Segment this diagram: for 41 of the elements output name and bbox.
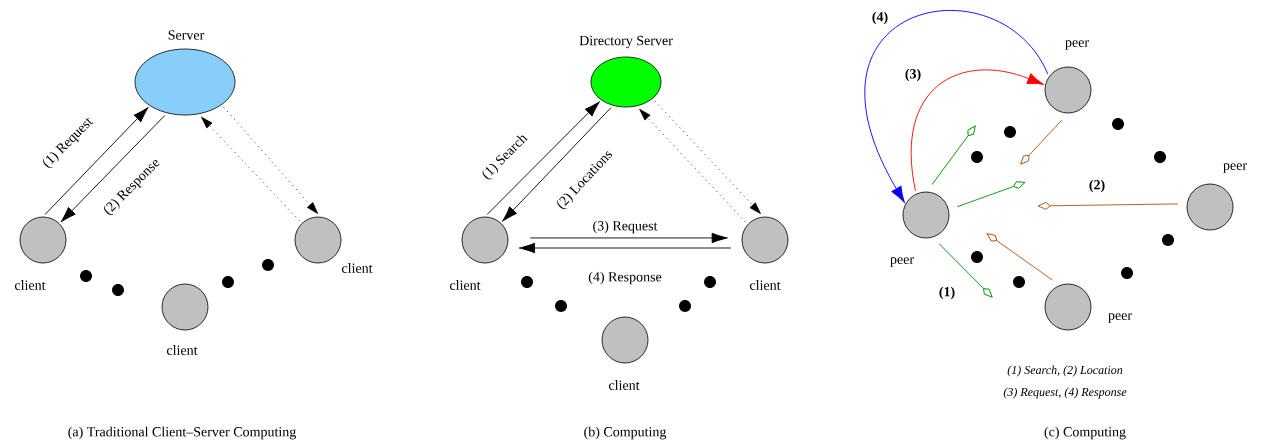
arrow [931,125,976,185]
arrow [201,116,301,222]
edge-label: (3) Request [591,219,659,235]
arrow [518,242,732,254]
arrow [911,69,1044,192]
legend-note: (3) Request, (4) Response [1003,387,1127,399]
arrow [956,181,1026,208]
node-label: client [15,280,46,290]
node-label: peer [1065,40,1089,50]
node-label: client [342,263,373,273]
node-label: Server [168,30,205,40]
node-label: peer [890,257,914,267]
node-label: client [750,280,781,290]
arrow [223,106,319,214]
arrow [529,232,728,244]
arrow [1037,201,1179,210]
node-label: peer [1223,163,1247,173]
node-label: peer [1108,313,1132,323]
arrow [486,101,600,215]
arrow [502,107,612,222]
caption: (c) Computing [1044,426,1126,440]
arrow [44,107,149,215]
node-label: client [167,345,198,355]
arrow [639,108,746,223]
caption: (b) Computing [584,426,667,440]
node-label: Directory Server [579,35,673,49]
arrow [986,233,1053,281]
legend-note: (1) Search, (2) Location [1007,365,1123,377]
edge-label: (3) [903,67,923,83]
arrow [938,243,993,298]
edge-label: (4) [870,10,890,26]
arrow [654,100,761,214]
edge-label: (2) [1087,178,1107,194]
arrow [60,114,166,223]
node-label: client [450,280,481,290]
edge-label: (4) Response [587,270,663,286]
edge-label: (1) [937,285,957,301]
arrow [865,10,1049,203]
node-label: client [609,380,640,390]
caption: (a) Traditional Client–Server Computing [68,426,296,440]
arrow [1020,119,1063,165]
